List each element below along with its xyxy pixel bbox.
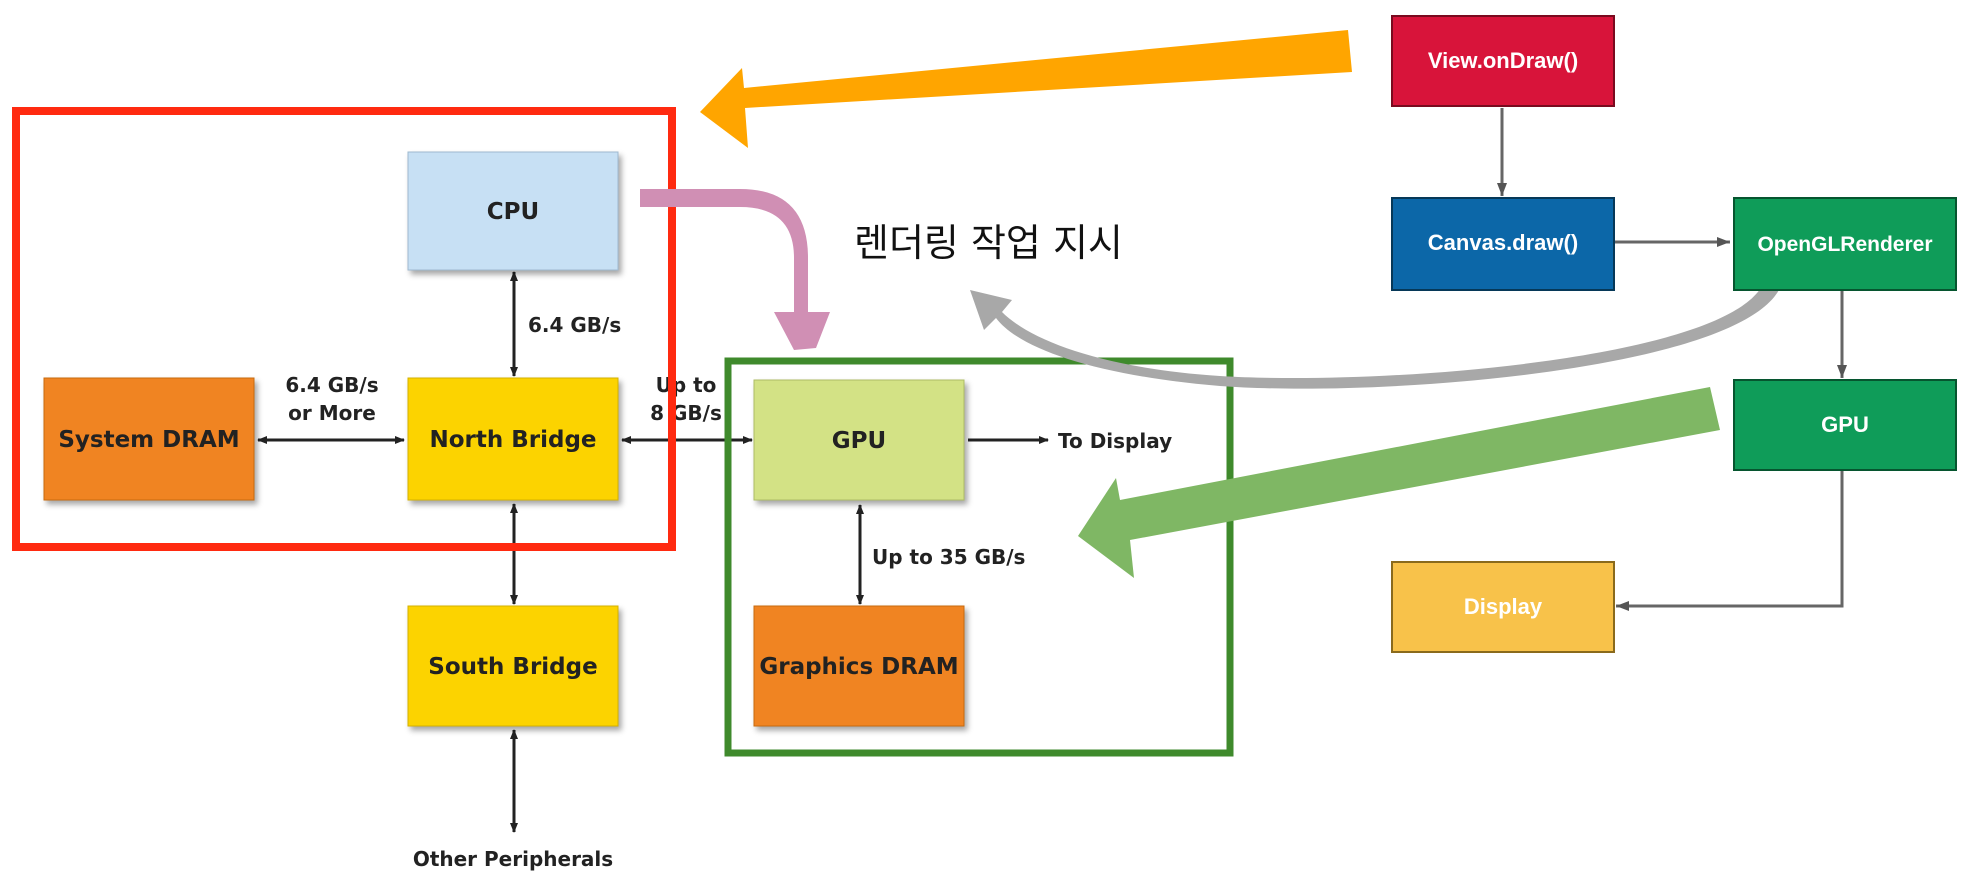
cpu-box: CPU bbox=[407, 151, 619, 271]
display-label: Display bbox=[1464, 594, 1543, 619]
hardware-diagram: CPU North Bridge System DRAM South Bridg… bbox=[43, 151, 1172, 871]
gpu-hw-box-shape bbox=[753, 379, 965, 501]
graphics-dram-box: Graphics DRAM bbox=[753, 605, 965, 727]
graphics-dram-label: Graphics DRAM bbox=[759, 654, 958, 680]
cpu-box-shape bbox=[407, 151, 619, 271]
opengl-renderer-box bbox=[1733, 197, 1957, 291]
canvas-draw-label: Canvas.draw() bbox=[1428, 230, 1578, 255]
dram-bandwidth-label-2: or More bbox=[288, 401, 376, 425]
south-bridge-box-shape bbox=[407, 605, 619, 727]
cpu-nb-bandwidth-label: 6.4 GB/s bbox=[528, 313, 621, 337]
system-dram-box-shape bbox=[43, 377, 255, 501]
pipeline-gpu-node: GPU bbox=[1733, 379, 1957, 471]
view-ondraw-box bbox=[1391, 15, 1615, 107]
system-dram-label: System DRAM bbox=[58, 427, 239, 453]
south-bridge-box: South Bridge bbox=[407, 605, 619, 727]
pipeline-gpu-label: GPU bbox=[1821, 412, 1869, 437]
cpu-side-highlight-frame bbox=[12, 107, 676, 551]
display-box bbox=[1391, 561, 1615, 653]
other-peripherals-label: Other Peripherals bbox=[413, 847, 613, 871]
system-dram-box: System DRAM bbox=[43, 377, 255, 501]
opengl-renderer-node: OpenGLRenderer bbox=[1733, 197, 1957, 291]
green-arrow bbox=[1078, 387, 1720, 578]
canvas-draw-node: Canvas.draw() bbox=[1391, 197, 1615, 291]
gpu-display-pipeline-link bbox=[1616, 470, 1844, 611]
display-node: Display bbox=[1391, 561, 1615, 653]
gray-curved-arrow bbox=[970, 286, 1780, 389]
north-bridge-box-shape bbox=[407, 377, 619, 501]
view-ondraw-node: View.onDraw() bbox=[1391, 15, 1615, 107]
rendering-instruction-label: 렌더링 작업 지시 bbox=[854, 221, 1123, 265]
graphics-dram-box-shape bbox=[753, 605, 965, 727]
cpu-label: CPU bbox=[487, 199, 539, 225]
view-ondraw-label: View.onDraw() bbox=[1428, 48, 1578, 73]
gpu-side-highlight-frame bbox=[724, 357, 1234, 757]
to-display-label: To Display bbox=[1058, 429, 1172, 453]
gpu-bandwidth-label-1: Up to bbox=[656, 373, 717, 397]
north-bridge-box: North Bridge bbox=[407, 377, 619, 501]
rendering-pipeline: View.onDraw() Canvas.draw() OpenGLRender… bbox=[1391, 15, 1957, 653]
gpu-bandwidth-label-2: 8 GB/s bbox=[650, 401, 722, 425]
dram-bandwidth-label-1: 6.4 GB/s bbox=[285, 373, 378, 397]
canvas-draw-box bbox=[1391, 197, 1615, 291]
opengl-renderer-label: OpenGLRenderer bbox=[1757, 233, 1932, 256]
north-bridge-label: North Bridge bbox=[429, 427, 596, 453]
gpu-hw-box: GPU bbox=[753, 379, 965, 501]
pink-arrow bbox=[640, 189, 830, 350]
orange-arrow bbox=[700, 30, 1352, 148]
pipeline-gpu-box bbox=[1733, 379, 1957, 471]
gpu-gdram-bandwidth-label: Up to 35 GB/s bbox=[872, 545, 1025, 569]
south-bridge-label: South Bridge bbox=[428, 654, 597, 680]
gpu-hw-label: GPU bbox=[832, 428, 886, 454]
